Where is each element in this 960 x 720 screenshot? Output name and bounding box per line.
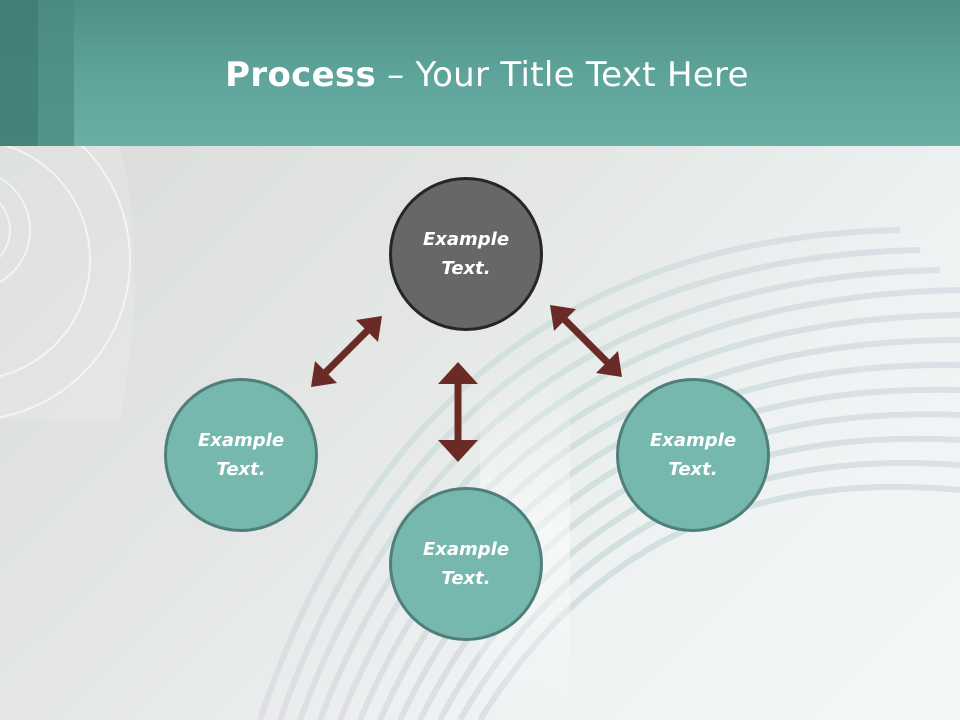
node-label-line2: Text. bbox=[441, 258, 491, 279]
accent-strip bbox=[0, 0, 38, 146]
node-label-line2: Text. bbox=[441, 568, 491, 589]
title-bold-part: Process bbox=[225, 55, 377, 95]
slide-title[interactable]: Process – Your Title Text Here bbox=[74, 48, 900, 102]
node-label-line2: Text. bbox=[216, 459, 266, 480]
node-label-line1: Example bbox=[197, 430, 285, 451]
node-label-line2: Text. bbox=[668, 459, 718, 480]
arrow-vertical[interactable] bbox=[438, 362, 478, 462]
node-label-line1: Example bbox=[422, 539, 510, 560]
arrow-top-right[interactable] bbox=[550, 305, 622, 377]
node-label-line1: Example bbox=[422, 229, 510, 250]
title-rest-part: – Your Title Text Here bbox=[376, 55, 749, 95]
accent-strip bbox=[38, 0, 74, 146]
node-label-line1: Example bbox=[649, 430, 737, 451]
arrow-top-left[interactable] bbox=[311, 316, 382, 387]
title-bar bbox=[0, 0, 960, 146]
